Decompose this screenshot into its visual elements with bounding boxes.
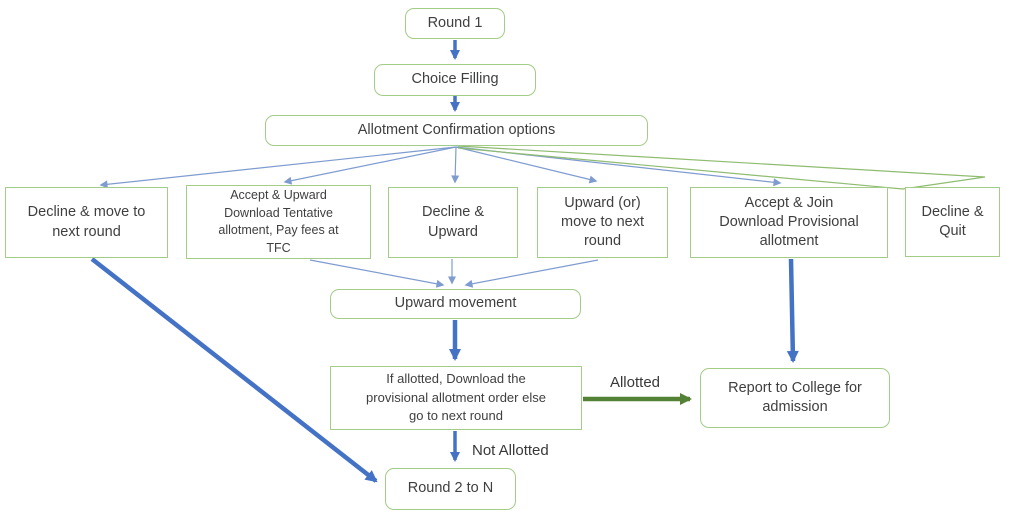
node-accept-upward-tentative-label: Accept & Upward Download Tentative allot… xyxy=(218,188,339,255)
node-allotment-confirmation-options-label: Allotment Confirmation options xyxy=(357,121,556,138)
node-round-1-label: Round 1 xyxy=(427,14,483,31)
edge-label-allotted: Allotted xyxy=(609,374,661,391)
node-accept-upward-tentative: Accept & Upward Download Tentative allot… xyxy=(186,185,371,259)
node-round-2-to-n-label: Round 2 to N xyxy=(407,480,494,497)
node-decline-quit: Decline & Quit xyxy=(905,187,1000,257)
arrow-options-to-decline-upward xyxy=(451,146,460,184)
node-choice-filling: Choice Filling xyxy=(374,64,536,96)
arrow-decline-move-to-round2 xyxy=(90,257,378,483)
arrow-options-to-decline-move xyxy=(99,146,457,189)
arrow-accept-upward-to-upward-movement xyxy=(309,259,445,288)
node-accept-join-provisional: Accept & Join Download Provisional allot… xyxy=(690,187,888,258)
node-decline-upward: Decline & Upward xyxy=(388,187,518,258)
node-upward-or-move-next-round: Upward (or) move to next round xyxy=(537,187,668,258)
node-round-1: Round 1 xyxy=(405,8,505,39)
arrow-options-to-accept-upward xyxy=(283,146,457,185)
node-decline-move-next-round: Decline & move to next round xyxy=(5,187,168,258)
node-upward-or-move-next-round-label: Upward (or) move to next round xyxy=(560,194,644,250)
arrow-options-to-upward-or-move xyxy=(455,146,598,184)
node-choice-filling-label: Choice Filling xyxy=(411,71,499,88)
node-if-allotted-download: If allotted, Download the provisional al… xyxy=(330,366,582,430)
node-if-allotted-download-label: If allotted, Download the provisional al… xyxy=(366,370,546,424)
node-decline-quit-label: Decline & Quit xyxy=(921,203,984,239)
arrow-accept-join-to-report-college xyxy=(786,258,799,363)
node-upward-movement: Upward movement xyxy=(330,289,581,319)
arrow-upward-or-move-to-upward-movement xyxy=(464,259,599,288)
node-upward-movement-label: Upward movement xyxy=(394,295,517,312)
node-accept-join-provisional-label: Accept & Join Download Provisional allot… xyxy=(719,194,859,250)
node-round-2-to-n: Round 2 to N xyxy=(385,468,516,510)
node-allotment-confirmation-options: Allotment Confirmation options xyxy=(265,115,648,146)
node-report-to-college-label: Report to College for admission xyxy=(728,379,862,415)
node-report-to-college: Report to College for admission xyxy=(700,368,890,428)
edge-label-not-allotted: Not Allotted xyxy=(472,442,549,459)
connector-options-to-decline-quit xyxy=(457,145,986,190)
node-decline-upward-label: Decline & Upward xyxy=(421,204,485,240)
node-decline-move-next-round-label: Decline & move to next round xyxy=(27,204,146,240)
